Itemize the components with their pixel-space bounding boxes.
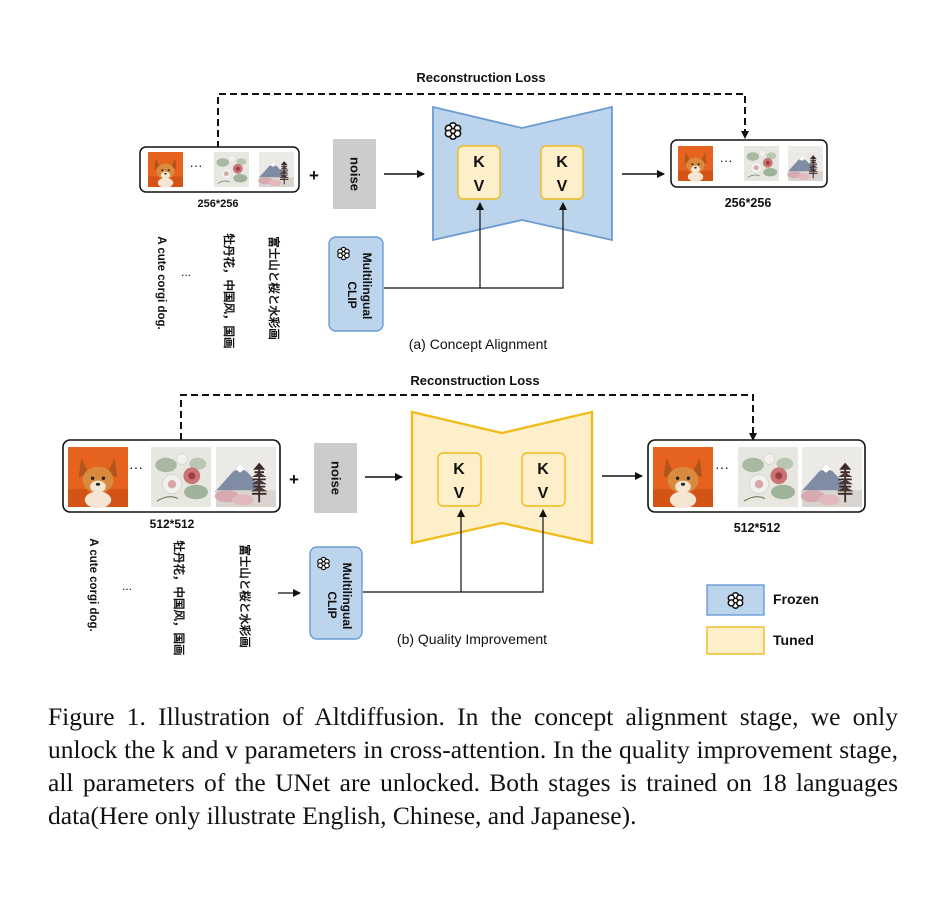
- stage-b-resolution-in: 512*512: [150, 517, 195, 531]
- stage-a-prompt-ja: 富士山と桜と水彩画: [267, 236, 281, 340]
- stage-b-loss-path: [180, 394, 757, 441]
- stage-a-prompt-zh: 牡丹花，中国风，国画: [222, 234, 236, 349]
- stage-b-resolution-out: 512*512: [734, 521, 781, 535]
- altdiffusion-diagram: Reconstruction Loss ··· 256*256 + noise …: [62, 70, 866, 656]
- stage-a-kv-1-v: V: [474, 178, 485, 195]
- stage-a-clip-snowflake-icon: [337, 246, 350, 261]
- legend-tuned-label: Tuned: [773, 632, 814, 648]
- legend-tuned-swatch: [706, 626, 765, 655]
- stage-a-input-ellipsis: ···: [190, 158, 203, 173]
- fuji-image: [257, 151, 295, 188]
- stage-a-kv-2-v: V: [557, 178, 568, 195]
- stage-b-kv-1-v: V: [454, 485, 465, 502]
- legend-frozen-label: Frozen: [773, 591, 819, 607]
- stage-b-prompt-zh: 牡丹花，中国风，国画: [172, 541, 186, 656]
- stage-b-clip-snowflake-icon: [317, 556, 330, 571]
- stage-a-clip-label-2: CLIP: [345, 281, 359, 308]
- stage-a-clip-label-1: Multilingual: [360, 253, 374, 320]
- corgi-image: [653, 447, 713, 509]
- stage-a-loss-path: [217, 93, 749, 148]
- peony-image: [743, 145, 780, 182]
- stage-b-clip-label-1: Multilingual: [340, 563, 354, 630]
- stage-b-prompt-en: A cute corgi dog.: [87, 538, 99, 632]
- stage-b-clip-arrow-kv2: [363, 509, 547, 593]
- stage-a-noise-label: noise: [348, 157, 363, 191]
- stage-b-quality-improvement: Reconstruction Loss ··· 512*512 + noise …: [62, 373, 866, 656]
- stage-a-snowflake-icon: [444, 122, 462, 140]
- corgi-image: [148, 152, 183, 188]
- stage-b-prompt-ellipsis: ...: [122, 579, 132, 593]
- peony-image: [213, 151, 250, 188]
- stage-a-prompt-en: A cute corgi dog.: [155, 236, 167, 330]
- stage-b-prompt-ja: 富士山と桜と水彩画: [238, 544, 252, 648]
- stage-a-resolution-out: 256*256: [725, 196, 772, 210]
- figure-caption: Figure 1. Illustration of Altdiffusion. …: [48, 700, 898, 832]
- stage-b-kv-2-k: K: [537, 461, 549, 478]
- stage-b-loss-label: Reconstruction Loss: [410, 373, 539, 388]
- peony-image: [737, 446, 799, 508]
- stage-a-caption: (a) Concept Alignment: [409, 336, 548, 352]
- stage-b-input-ellipsis: ···: [129, 459, 143, 475]
- fuji-image: [786, 145, 824, 182]
- fuji-image: [799, 446, 863, 508]
- stage-a-kv-1-k: K: [473, 154, 485, 171]
- stage-b-clip-label-2: CLIP: [325, 591, 339, 618]
- stage-a-kv-block-1: [457, 145, 501, 200]
- stage-a-output-ellipsis: ···: [720, 153, 733, 168]
- stage-a-input-images: ···: [139, 146, 300, 193]
- fuji-image: [213, 446, 277, 508]
- stage-a-prompt-ellipsis: ...: [181, 265, 191, 279]
- stage-b-output-images: ···: [647, 439, 866, 513]
- peony-image: [150, 446, 212, 508]
- stage-b-noise-block: [314, 443, 357, 513]
- figure-caption-text: Figure 1. Illustration of Altdiffusion. …: [48, 702, 898, 830]
- legend: Frozen Tuned: [706, 584, 819, 655]
- stage-b-kv-2-v: V: [538, 485, 549, 502]
- stage-a-concept-alignment: Reconstruction Loss ··· 256*256 + noise …: [139, 70, 828, 352]
- stage-a-plus: +: [309, 166, 319, 185]
- corgi-image: [68, 447, 128, 509]
- stage-b-kv-1-k: K: [453, 461, 465, 478]
- stage-a-kv-block-2: [540, 145, 584, 200]
- stage-a-output-images: ···: [670, 139, 828, 188]
- stage-a-clip-encoder: [328, 236, 384, 332]
- stage-b-noise-label: noise: [329, 461, 344, 495]
- stage-a-resolution-in: 256*256: [198, 198, 239, 210]
- corgi-image: [678, 146, 713, 182]
- stage-b-plus: +: [289, 470, 299, 489]
- stage-b-kv-block-2: [521, 452, 566, 507]
- stage-a-loss-label: Reconstruction Loss: [416, 70, 545, 85]
- stage-a-noise-block: [333, 139, 376, 209]
- stage-a-kv-2-k: K: [556, 154, 568, 171]
- stage-b-input-images: ···: [62, 439, 281, 513]
- stage-b-caption: (b) Quality Improvement: [397, 631, 547, 647]
- stage-b-output-ellipsis: ···: [715, 459, 729, 475]
- stage-a-clip-arrow-kv2: [384, 202, 567, 289]
- legend-snowflake-icon: [727, 591, 744, 610]
- stage-b-kv-block-1: [437, 452, 482, 507]
